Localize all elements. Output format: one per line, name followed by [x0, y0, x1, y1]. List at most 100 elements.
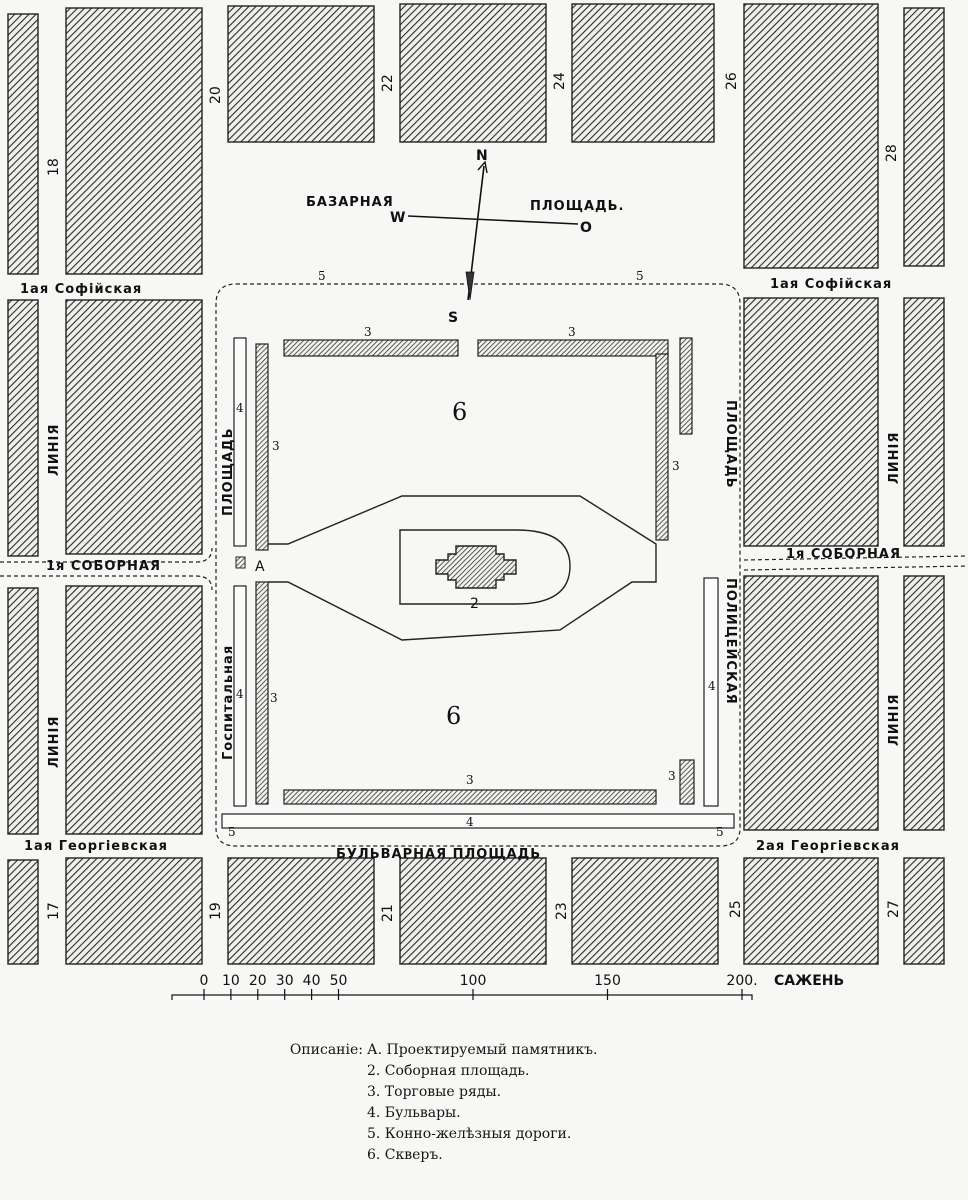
- scale-tick-label: 100: [460, 973, 487, 989]
- legend-item: А. Проектируемый памятникъ.: [367, 1042, 598, 1058]
- boulevard-west-lower: [233, 585, 247, 807]
- legend: Описаніе:А. Проектируемый памятникъ. 2. …: [268, 1040, 828, 1166]
- trade-row-marker: 3: [466, 773, 474, 787]
- bazaar-square-label-1: БАЗАРНАЯ: [306, 195, 394, 210]
- trade-row-west-lower: [255, 581, 269, 805]
- legend-title: Описаніе:: [289, 1042, 363, 1058]
- line-number: 19: [208, 902, 224, 920]
- boulevard-marker: 4: [466, 815, 474, 829]
- compass-west-label: W: [390, 210, 405, 226]
- scale-tick-label: 10: [222, 973, 240, 989]
- city-block: [227, 857, 375, 965]
- trade-row-marker: 3: [272, 439, 280, 453]
- city-block: [743, 297, 879, 547]
- legend-item: 5. Конно-желѣзныя дороги.: [367, 1126, 572, 1142]
- city-block: [7, 299, 39, 557]
- city-block: [399, 857, 547, 965]
- legend-item: 6. Скверъ.: [367, 1147, 443, 1163]
- line-number: 21: [380, 904, 396, 922]
- street-label-politseiskaya: ПОЛИЦЕЙСКАЯ: [723, 578, 739, 705]
- legend-item: 3. Торговые ряды.: [367, 1084, 502, 1100]
- west-square-label: ПЛОЩАДЬ: [221, 427, 236, 516]
- scale-tick-label: 150: [594, 973, 621, 989]
- scale-unit: САЖЕНЬ: [774, 973, 844, 989]
- monument-marker: [235, 556, 246, 569]
- city-block: [743, 857, 879, 965]
- cathedral-building: [435, 545, 517, 589]
- boulevard-marker: 4: [236, 401, 244, 415]
- trade-row-marker: 3: [672, 459, 680, 473]
- trade-row-marker: 3: [270, 691, 278, 705]
- city-block: [7, 587, 39, 835]
- street-label-sobornaya-1-right: 1я СОБОРНАЯ: [786, 547, 901, 562]
- square-garden-marker: 6: [446, 702, 461, 730]
- boulevard-east: [703, 577, 719, 807]
- bazaar-square-label-2: ПЛОЩАДЬ.: [530, 199, 624, 214]
- street-label-liniya-2: ЛИНІЯ: [47, 716, 62, 768]
- line-number: 22: [380, 74, 396, 92]
- cathedral-square: [268, 495, 657, 641]
- tramway-marker: 5: [228, 825, 236, 839]
- street-label-liniya-3: ЛИНІЯ: [887, 432, 902, 484]
- city-blocks: [7, 3, 945, 965]
- city-block: [903, 7, 945, 267]
- street-label-georgievskaya-2: 2ая Георгіевская: [756, 839, 900, 854]
- trade-rows: [255, 337, 695, 805]
- city-block: [571, 857, 719, 965]
- trade-row-north-east: [477, 339, 669, 357]
- boulevard-south: [221, 813, 735, 829]
- line-number: 28: [884, 144, 900, 162]
- trade-row-marker: 3: [668, 769, 676, 783]
- line-number: 20: [208, 86, 224, 104]
- city-plan-map: A N S W O БАЗАРНАЯ ПЛОЩАДЬ. БУЛЬВАРНАЯ П…: [0, 3, 968, 1000]
- legend-item: 4. Бульвары.: [367, 1105, 461, 1121]
- line-number: 24: [552, 72, 568, 90]
- boulevard-marker: 4: [708, 679, 716, 693]
- city-block: [65, 585, 203, 835]
- compass-south-label: S: [448, 310, 458, 326]
- boulevard-marker: 4: [236, 687, 244, 701]
- trade-row-marker: 3: [364, 325, 372, 339]
- compass-rose: [407, 160, 579, 301]
- line-number: 18: [46, 158, 62, 176]
- line-number: 27: [886, 900, 902, 918]
- tramway-marker: 5: [716, 825, 724, 839]
- square-garden-marker: 6: [452, 398, 467, 426]
- boulevard-square-label: БУЛЬВАРНАЯ ПЛОЩАДЬ: [336, 847, 541, 862]
- trade-row-south-east: [679, 759, 695, 805]
- tramway-lines: [0, 283, 968, 847]
- cathedral-square-marker: 2: [470, 596, 479, 612]
- line-number: 17: [46, 902, 62, 920]
- trade-row-west-upper: [255, 343, 269, 551]
- scale-tick-label: 40: [303, 973, 321, 989]
- city-block: [903, 575, 945, 831]
- street-label-liniya-4: ЛИНІЯ: [887, 694, 902, 746]
- boulevards: [221, 337, 735, 829]
- scale-tick-label: 30: [276, 973, 294, 989]
- city-block: [227, 5, 375, 143]
- scale-bar-body: [171, 994, 753, 1000]
- trade-row-north-west: [283, 339, 459, 357]
- street-label-sobornaya-1-left: 1я СОБОРНАЯ: [46, 559, 161, 574]
- street-label-sofia-1-left: 1ая Софійская: [20, 282, 142, 297]
- street-label-liniya-1: ЛИНІЯ: [47, 424, 62, 476]
- city-block: [7, 13, 39, 275]
- tramway-marker: 5: [636, 269, 644, 283]
- trade-row-east-detached: [679, 337, 693, 435]
- city-block: [743, 3, 879, 269]
- city-block: [903, 857, 945, 965]
- street-label-gospitalnaya: Госпитальная: [221, 645, 236, 760]
- compass-east-label: O: [580, 220, 592, 236]
- scale-tick-label: 0: [200, 973, 209, 989]
- scale-tick-label: 200.: [726, 973, 757, 989]
- city-block: [743, 575, 879, 831]
- trade-row-south: [283, 789, 657, 805]
- city-block: [399, 3, 547, 143]
- city-block: [571, 3, 715, 143]
- boulevard-west-upper: [233, 337, 247, 547]
- line-number: 23: [554, 902, 570, 920]
- scale-tick-label: 20: [249, 973, 267, 989]
- street-label-georgievskaya-1: 1ая Георгіевская: [24, 839, 168, 854]
- tramway-marker: 5: [318, 269, 326, 283]
